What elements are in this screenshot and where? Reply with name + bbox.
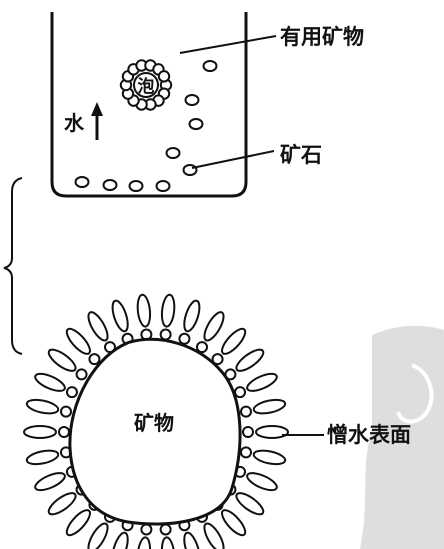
hydrophobic-molecules — [23, 293, 289, 549]
hydrophobic-tail — [160, 536, 176, 549]
hydrophobic-tail — [246, 472, 278, 492]
hydrophobic-tail — [87, 522, 109, 549]
ore-leader-line — [191, 150, 275, 169]
bubble-mineral-particles — [119, 59, 173, 111]
hydrophobic-tail — [25, 398, 60, 415]
ore-particle — [128, 180, 144, 192]
hydrophobic-tail — [252, 449, 287, 466]
beaker — [50, 12, 248, 198]
air-bubble — [133, 72, 159, 98]
hydrophobic-tail — [87, 311, 109, 342]
hydrophobic-tail — [47, 348, 77, 372]
hydrophobic-tail — [203, 311, 225, 342]
hydrophobic-tail — [255, 425, 289, 439]
polar-head — [239, 405, 252, 418]
polar-head — [75, 368, 88, 381]
polar-head — [159, 523, 172, 536]
hydrophobic-tail — [183, 299, 201, 333]
bubble-cluster: 泡 — [119, 59, 173, 111]
polar-head — [60, 405, 73, 418]
mineral-grain — [68, 337, 242, 526]
hydrophobic-tail — [160, 293, 176, 328]
ore-particle — [188, 118, 204, 130]
polar-head — [234, 386, 247, 399]
hydrophobic-tail — [111, 531, 129, 549]
hydrophobic-tail — [235, 348, 265, 372]
hydrophobic-tail — [47, 492, 77, 516]
hydrophobic-tail — [23, 425, 57, 439]
polar-head — [140, 523, 153, 536]
polar-head — [178, 332, 191, 345]
polar-head — [159, 328, 172, 341]
useful-mineral-leader-line — [179, 35, 277, 54]
watermark-logo — [360, 325, 444, 549]
mineral-label: 矿物 — [134, 411, 174, 435]
polar-head — [242, 426, 254, 438]
hydrophobic-tail — [221, 327, 247, 355]
hydrophobic-tail — [252, 398, 287, 415]
hydrophobic-tail — [136, 536, 152, 549]
polar-head — [196, 341, 208, 354]
hydrophobic-tail — [34, 372, 66, 392]
ore-particles — [74, 60, 218, 192]
hydrophobic-tail — [246, 372, 278, 392]
ore-particle — [184, 94, 200, 106]
polar-head — [239, 446, 252, 459]
hydrophobic-tail — [111, 299, 129, 333]
polar-head — [65, 386, 78, 399]
hydrophobic-tail — [203, 522, 225, 549]
hydrophobic-surface-label: 憎水表面 — [327, 423, 411, 447]
hydrophobic-tail — [221, 509, 247, 537]
mineral-particle — [157, 70, 171, 83]
water-flow-arrow-icon — [91, 102, 103, 140]
ore-particle — [165, 147, 181, 159]
ore-particle — [202, 60, 218, 72]
ore-label: 矿石 — [280, 143, 322, 167]
water-label: 水 — [64, 111, 85, 135]
useful-mineral-label: 有用矿物 — [280, 25, 364, 49]
bubble-label: 泡 — [138, 76, 155, 97]
hydrophobic-tail — [25, 449, 60, 466]
hydrophobic-tail — [136, 293, 152, 328]
hydrophobic-tail — [65, 327, 91, 355]
hydrophobic-tail — [183, 531, 201, 549]
ore-particle — [74, 176, 90, 188]
magnify-brace — [3, 177, 23, 355]
hydrophobic-tail — [235, 492, 265, 516]
polar-head — [211, 353, 224, 366]
hydrophobic-tail — [65, 509, 91, 537]
ore-particle — [155, 180, 171, 192]
polar-head — [88, 353, 101, 366]
hydrophobic-tail — [34, 472, 66, 492]
polar-head — [58, 426, 70, 438]
ore-particle — [102, 179, 118, 191]
